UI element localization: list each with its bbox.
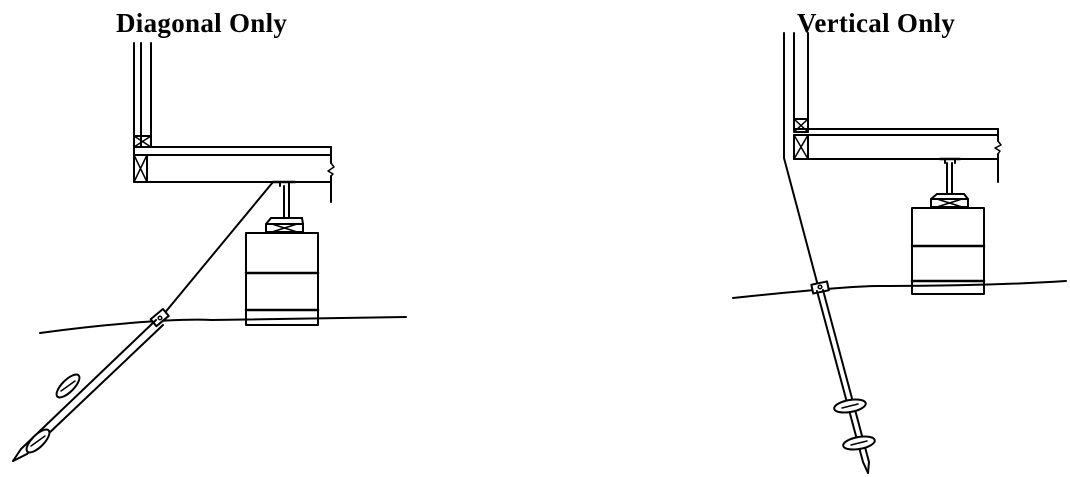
diagonal-only-title: Diagonal Only <box>116 8 288 38</box>
pier-block <box>910 207 986 295</box>
pier-stand <box>265 180 304 233</box>
floor-joist <box>133 146 335 203</box>
pier-stand <box>930 157 969 208</box>
rim-joist <box>133 154 148 183</box>
helix-plates <box>833 398 876 451</box>
helix-plates <box>25 373 81 454</box>
diagonal-anchor-diagram <box>12 42 407 462</box>
rim-joist <box>793 134 809 160</box>
vertical-strap <box>783 157 819 287</box>
vertical-only-title: Vertical Only <box>797 8 956 38</box>
ground-line <box>732 280 1067 299</box>
vertical-anchor-diagram <box>732 32 1067 474</box>
vertical-anchor-rod <box>816 289 870 474</box>
pier-block <box>244 232 320 326</box>
ground-line <box>39 316 407 334</box>
floor-joist <box>793 128 1002 183</box>
top-plate <box>133 135 152 148</box>
strap-bracket <box>810 280 830 295</box>
diagonal-strap <box>162 181 274 316</box>
wall-studs <box>783 32 809 159</box>
top-plate <box>793 118 809 133</box>
